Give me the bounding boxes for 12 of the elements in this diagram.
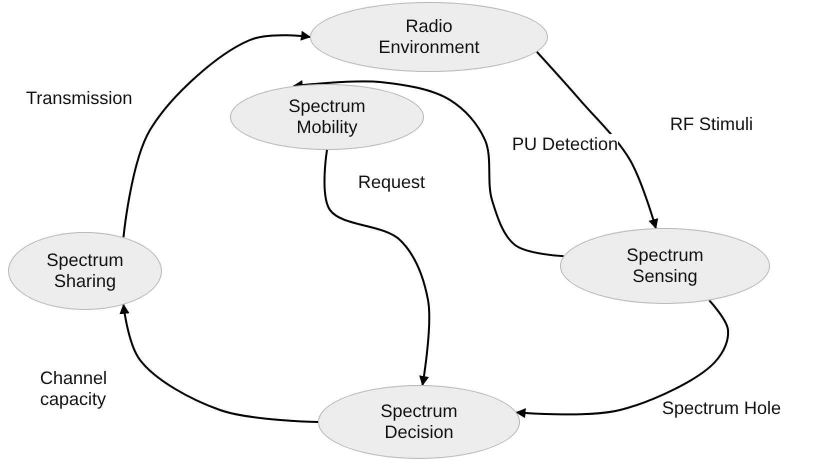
node-label: Spectrum Sharing (45, 250, 125, 292)
arrow (536, 51, 658, 230)
arrow (292, 80, 564, 258)
node-label: Spectrum Mobility (287, 96, 367, 138)
arrow (516, 300, 730, 418)
node-label: Radio Environment (377, 16, 481, 58)
edge-label: Spectrum Hole (662, 398, 782, 419)
node-label: Spectrum Sensing (625, 245, 705, 287)
arrow (324, 150, 430, 386)
node-label: Spectrum Decision (379, 401, 459, 443)
arrow (122, 30, 311, 238)
arrow (120, 304, 318, 423)
